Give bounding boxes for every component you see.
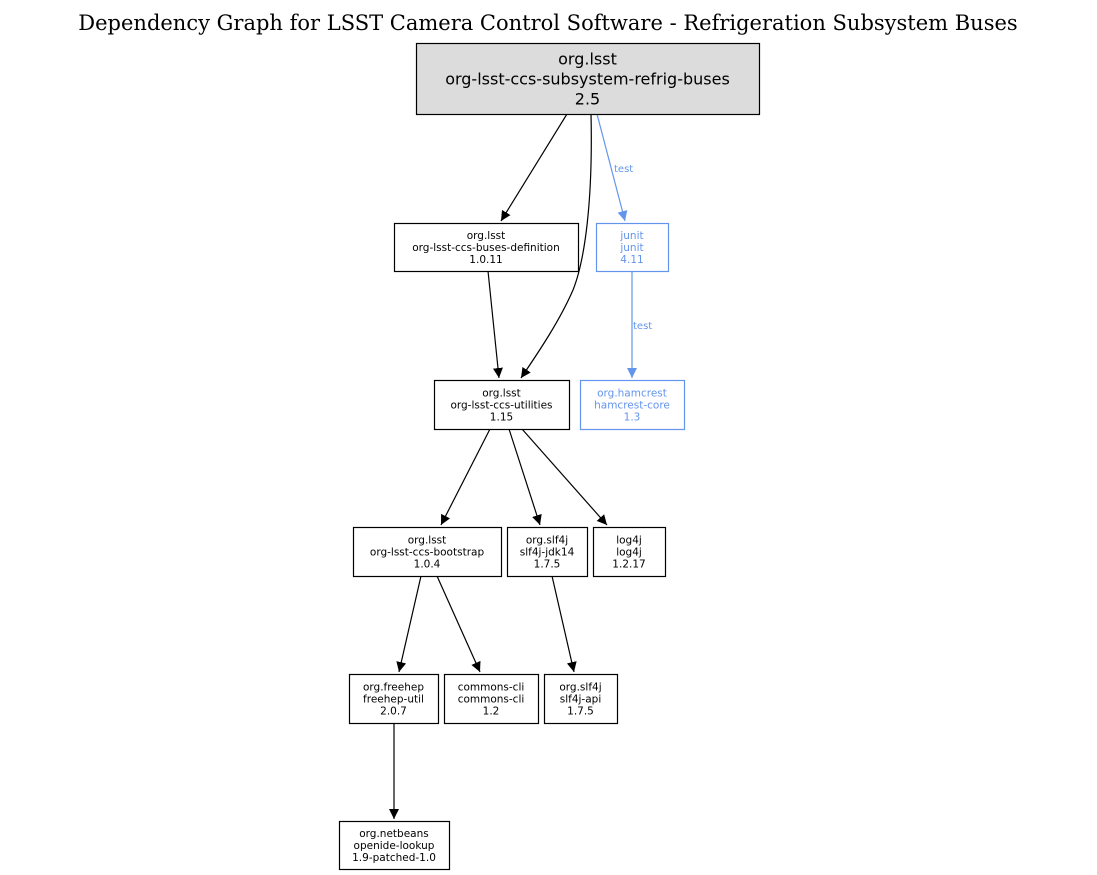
node-artifact: junit xyxy=(619,242,643,254)
edge-root-to-buses-def xyxy=(500,113,568,222)
node-version: 2.5 xyxy=(575,90,600,109)
node-artifact: org-lsst-ccs-buses-definition xyxy=(412,242,560,254)
edge-utilities-to-log4j xyxy=(521,428,608,526)
node-version: 2.0.7 xyxy=(380,706,407,718)
edge-line xyxy=(396,575,422,673)
node-box xyxy=(579,379,686,431)
node-box xyxy=(433,379,571,431)
node-group: junit xyxy=(619,230,643,242)
node-version: 1.15 xyxy=(490,412,513,424)
node-artifact: log4j xyxy=(616,547,642,559)
edge-line xyxy=(508,428,542,526)
edge-line xyxy=(436,575,481,673)
node-box xyxy=(393,222,580,273)
node-box xyxy=(595,222,670,273)
node-openide: org.netbeansopenide-lookup1.9-patched-1.… xyxy=(338,820,451,871)
edge-line xyxy=(521,428,608,526)
edge-buses-def-to-utilities xyxy=(487,270,503,379)
edge-line xyxy=(596,113,628,222)
node-version: 4.11 xyxy=(620,254,643,266)
node-group: log4j xyxy=(616,535,642,547)
node-group: org.lsst xyxy=(482,388,521,400)
node-artifact: org-lsst-ccs-subsystem-refrig-buses xyxy=(445,70,730,89)
node-version: 1.7.5 xyxy=(567,706,594,718)
edge-line xyxy=(440,428,491,526)
node-artifact: slf4j-jdk14 xyxy=(520,547,575,559)
edge-root-to-utilities xyxy=(520,113,592,379)
node-version: 1.9-patched-1.0 xyxy=(352,852,436,864)
node-artifact: slf4j-api xyxy=(560,694,602,706)
node-artifact: freehep-util xyxy=(363,694,424,706)
node-artifact: hamcrest-core xyxy=(594,400,670,412)
node-version: 1.2 xyxy=(483,706,500,718)
node-group: org.netbeans xyxy=(359,828,428,840)
node-box xyxy=(352,526,503,578)
edge-utilities-to-bootstrap xyxy=(440,428,491,526)
node-version: 1.3 xyxy=(624,412,641,424)
edge-scope-label: test xyxy=(614,164,633,175)
node-artifact: org-lsst-ccs-utilities xyxy=(450,400,552,412)
edge-slf4j-jdk14-to-slf4j-api xyxy=(551,575,577,673)
node-artifact: org-lsst-ccs-bootstrap xyxy=(370,547,485,559)
node-group: org.slf4j xyxy=(526,535,568,547)
node-version: 1.0.11 xyxy=(469,254,502,266)
node-buses-def: org.lsstorg-lsst-ccs-buses-definition1.0… xyxy=(393,222,580,273)
node-box xyxy=(506,526,589,578)
edges-layer: test test xyxy=(389,113,652,819)
edge-root-to-junit: test xyxy=(596,113,633,222)
edge-bootstrap-to-commons-cli xyxy=(436,575,481,673)
edge-scope-label: test xyxy=(633,321,652,332)
node-group: org.freehep xyxy=(363,682,424,694)
node-box xyxy=(543,673,619,725)
node-group: org.lsst xyxy=(558,50,617,69)
node-version: 1.2.17 xyxy=(612,559,645,571)
node-group: org.hamcrest xyxy=(597,388,667,400)
node-box xyxy=(348,673,440,725)
node-version: 1.7.5 xyxy=(534,559,561,571)
node-group: org.lsst xyxy=(408,535,447,547)
graph-title: Dependency Graph for LSST Camera Control… xyxy=(78,11,1017,35)
node-group: commons-cli xyxy=(458,682,525,694)
node-version: 1.0.4 xyxy=(414,559,441,571)
edge-line xyxy=(487,270,503,379)
edge-junit-to-hamcrest: test xyxy=(627,271,652,378)
node-root: org.lsstorg-lsst-ccs-subsystem-refrig-bu… xyxy=(415,42,761,116)
node-artifact: openide-lookup xyxy=(354,840,435,852)
node-box xyxy=(338,820,451,871)
edge-utilities-to-slf4j-jdk14 xyxy=(508,428,542,526)
edge-bootstrap-to-freehep xyxy=(396,575,422,673)
node-box xyxy=(592,526,667,578)
node-group: org.slf4j xyxy=(559,682,601,694)
edge-line xyxy=(520,113,592,379)
node-box xyxy=(443,673,540,725)
node-artifact: commons-cli xyxy=(458,694,525,706)
nodes-layer: org.lsstorg-lsst-ccs-subsystem-refrig-bu… xyxy=(338,42,761,871)
edge-line xyxy=(500,113,568,222)
edge-line xyxy=(551,575,577,673)
node-box xyxy=(415,42,761,116)
node-group: org.lsst xyxy=(467,230,506,242)
